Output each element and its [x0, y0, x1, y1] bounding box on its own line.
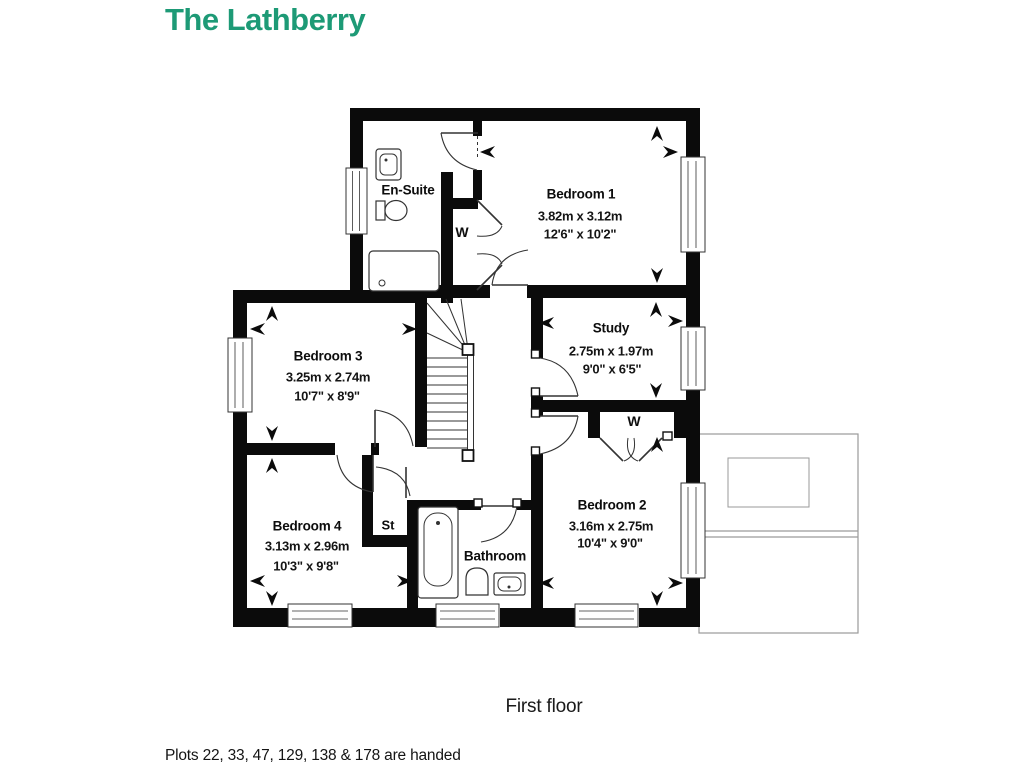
dimension-arrow [651, 268, 663, 283]
staircase [426, 298, 475, 462]
fixtures [368, 148, 526, 599]
room-dims-imperial-bedroom3: 10'7" x 8'9" [294, 388, 360, 404]
dimension-arrow [480, 146, 495, 158]
dimension-arrow [668, 577, 683, 589]
dimension-arrow [266, 426, 278, 441]
dimension-arrow [539, 577, 554, 589]
room-label-ensuite: En-Suite [381, 182, 435, 198]
floor-name-label: First floor [505, 696, 583, 717]
dimension-arrow [668, 315, 683, 327]
room-label-bedroom1: Bedroom 1 [546, 186, 616, 202]
bathroom-basin [493, 572, 526, 596]
room-dims-imperial-study: 9'0" x 6'5" [582, 361, 642, 377]
room-label-bedroom3: Bedroom 3 [293, 348, 363, 364]
room-dims-imperial-bedroom2: 10'4" x 9'0" [577, 535, 643, 551]
room-dims-metric-study: 2.75m x 1.97m [568, 343, 654, 359]
window-study [680, 326, 706, 391]
ensuite-basin [375, 148, 402, 181]
page-title: The Lathberry [165, 2, 366, 37]
storage-label: St [381, 517, 395, 533]
shower-tray [368, 250, 440, 292]
dimension-arrow [650, 302, 662, 317]
room-dims-metric-bedroom3: 3.25m x 2.74m [285, 369, 371, 385]
dimension-arrow [250, 323, 265, 335]
bathroom-toilet [465, 567, 489, 596]
window-bedroom1 [680, 156, 706, 253]
handed-plots-note: Plots 22, 33, 47, 129, 138 & 178 are han… [165, 747, 461, 764]
window-bedroom2-side [680, 482, 706, 579]
dimension-arrow [650, 383, 662, 398]
dimension-arrow [651, 126, 663, 141]
room-label-bedroom2: Bedroom 2 [577, 497, 647, 513]
dimension-arrow [539, 317, 554, 329]
wardrobe-label-top: W [455, 224, 469, 240]
doors [336, 132, 673, 543]
dimension-arrow [651, 591, 663, 606]
wardrobe-label-bedroom2: W [627, 413, 641, 429]
dimension-arrow [266, 591, 278, 606]
garage-outline [698, 433, 859, 634]
dimension-arrow [397, 575, 412, 587]
room-label-bathroom: Bathroom [463, 548, 527, 564]
dimension-arrow [250, 575, 265, 587]
window-bedroom2-rear [574, 603, 639, 628]
dimension-arrow [651, 437, 663, 452]
room-label-bedroom4: Bedroom 4 [272, 518, 342, 534]
room-dims-imperial-bedroom1: 12'6" x 10'2" [543, 226, 617, 242]
dimension-arrows [250, 126, 683, 606]
room-dims-metric-bedroom1: 3.82m x 3.12m [537, 208, 623, 224]
window-bedroom3 [227, 337, 253, 413]
bath-tub [417, 506, 459, 599]
dimension-arrow [266, 458, 278, 473]
ensuite-toilet [375, 199, 408, 222]
window-bedroom4 [287, 603, 353, 628]
walls [233, 108, 700, 627]
dimension-arrow [663, 146, 678, 158]
window-ensuite [345, 167, 368, 235]
window-bathroom [435, 603, 500, 628]
room-label-study: Study [592, 320, 630, 336]
room-dims-metric-bedroom2: 3.16m x 2.75m [568, 518, 654, 534]
dimension-arrow [266, 306, 278, 321]
room-dims-imperial-bedroom4: 10'3" x 9'8" [273, 558, 339, 574]
room-dims-metric-bedroom4: 3.13m x 2.96m [264, 538, 350, 554]
windows [227, 156, 706, 628]
dimension-arrow [402, 323, 417, 335]
